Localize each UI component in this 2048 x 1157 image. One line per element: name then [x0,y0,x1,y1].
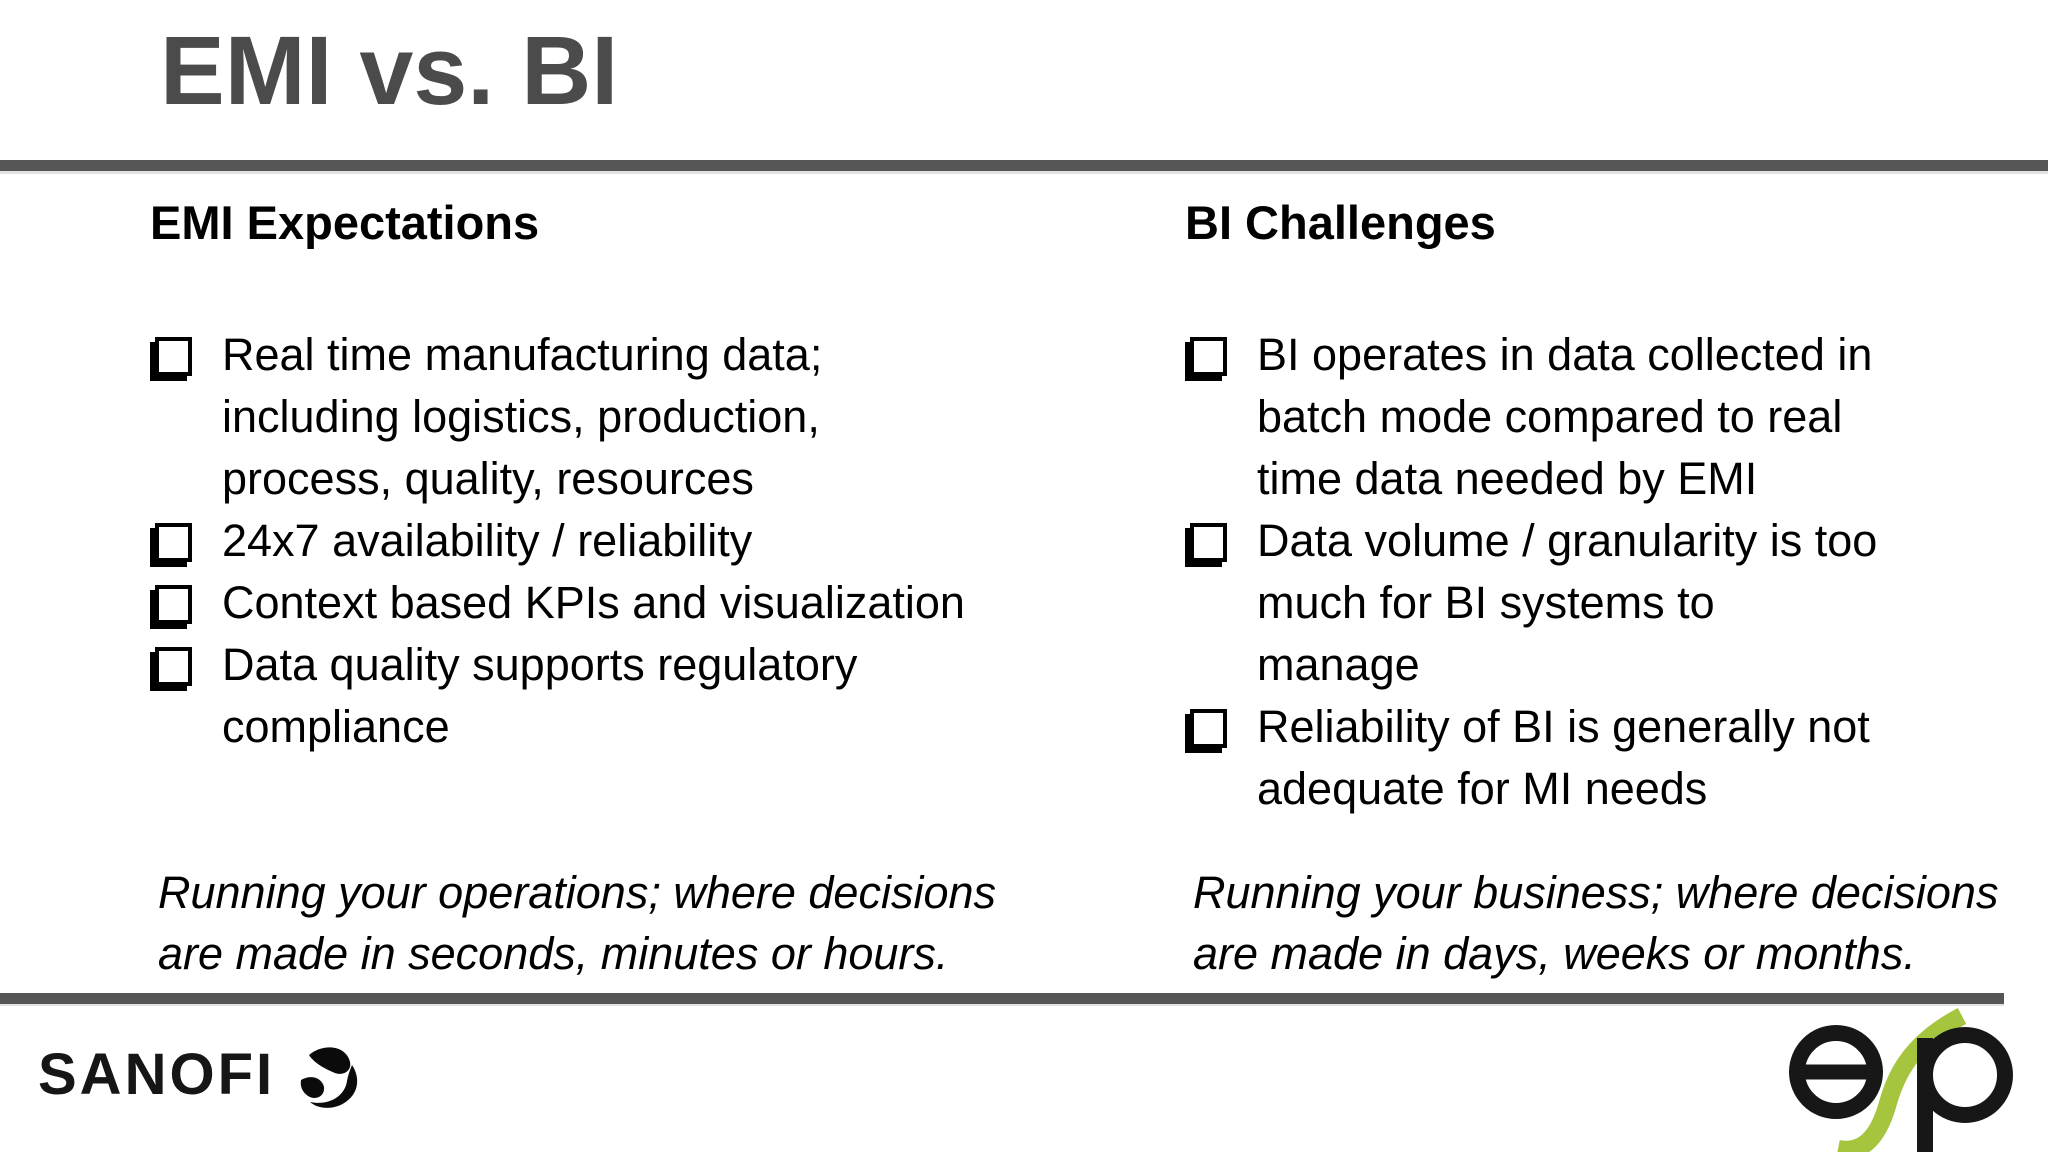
bottom-divider [0,993,2004,1006]
column-heading: BI Challenges [1185,196,1496,249]
top-divider [0,160,2048,174]
content-columns: EMI Expectations Real time manufacturing… [150,196,2010,1000]
checkbox-bullet-icon [155,337,192,376]
bullet-list: BI operates in data collected in batch m… [1185,324,2010,820]
checkbox-bullet-icon [155,523,192,562]
checkbox-bullet-icon [155,647,192,686]
esp-logo: esp [1788,1008,2013,1157]
bullet-text: Data volume / granularity is too much fo… [1257,515,1878,690]
bullet-list: Real time manufacturing data; including … [150,324,1085,758]
checkbox-bullet-icon [1190,523,1227,562]
bullet-text: Data quality supports regulatory complia… [222,639,858,752]
sanofi-logo: SANOFI [38,1038,361,1110]
list-item: Data quality supports regulatory complia… [150,634,1085,758]
list-item: BI operates in data collected in batch m… [1185,324,2010,510]
sanofi-wordmark: SANOFI [38,1041,276,1107]
esp-logo-icon [1789,1008,2013,1157]
column-heading: EMI Expectations [150,196,540,249]
column-bi-challenges: BI Challenges BI operates in data collec… [1185,196,2010,1000]
checkbox-bullet-icon [155,585,192,624]
checkbox-bullet-icon [1190,709,1227,748]
bullet-text: 24x7 availability / reliability [222,515,753,566]
bullet-text: BI operates in data collected in batch m… [1257,329,1873,504]
column-footnote: Running your operations; where decisions… [158,867,996,979]
list-item: Real time manufacturing data; including … [150,324,1085,510]
list-item: Context based KPIs and visualization [150,572,1085,634]
slide-title: EMI vs. BI [160,16,619,125]
bullet-text: Context based KPIs and visualization [222,577,965,628]
bullet-text: Real time manufacturing data; including … [222,329,823,504]
checkbox-bullet-icon [1190,337,1227,376]
column-footnote: Running your business; where decisions a… [1193,867,1999,979]
list-item: Reliability of BI is generally not adequ… [1185,696,2010,820]
sanofi-bird-icon [300,1047,358,1108]
list-item: Data volume / granularity is too much fo… [1185,510,2010,696]
list-item: 24x7 availability / reliability [150,510,1085,572]
column-emi-expectations: EMI Expectations Real time manufacturing… [150,196,1085,1000]
bullet-text: Reliability of BI is generally not adequ… [1257,701,1870,814]
